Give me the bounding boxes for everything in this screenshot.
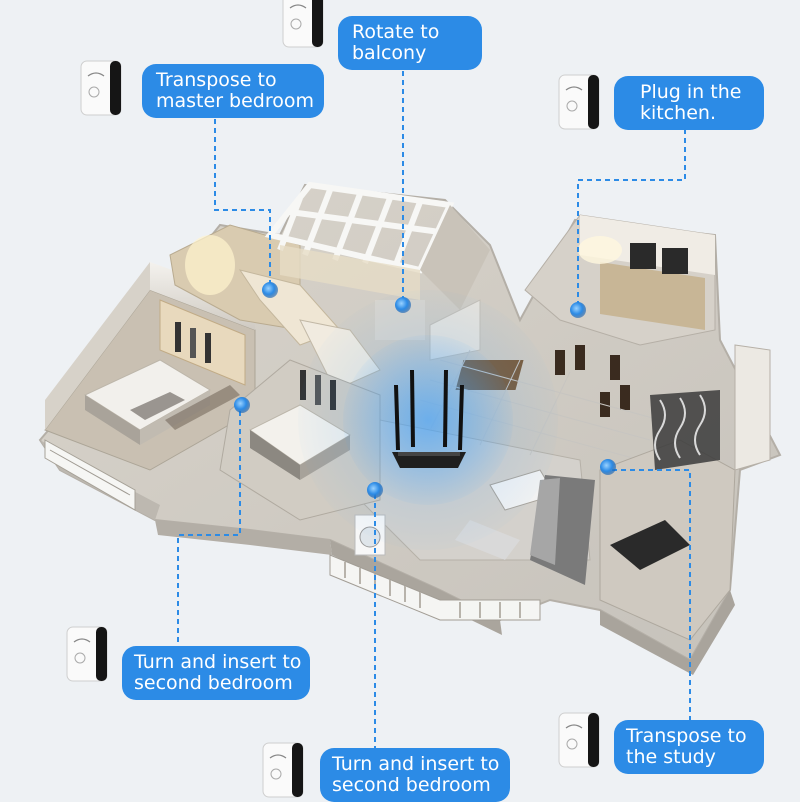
callout-master-bedroom-line2: master bedroom — [156, 90, 315, 112]
callout-study: Transpose to the study — [614, 720, 764, 774]
callout-study-line1: Transpose to — [626, 725, 747, 747]
callout-kitchen-line1: Plug in the — [640, 81, 742, 103]
signal-dot-second-bedroom — [234, 397, 250, 413]
signal-dot-master-bedroom — [262, 282, 278, 298]
callout-master-bedroom: Transpose to master bedroom — [142, 64, 324, 118]
wifi-extender-icon — [558, 74, 600, 130]
wifi-extender-icon — [80, 60, 122, 116]
callout-second-bedroom-b-line1: Turn and insert to — [332, 753, 500, 775]
callout-balcony-line1: Rotate to — [352, 21, 440, 43]
callout-kitchen-line2: kitchen. — [640, 102, 716, 124]
signal-dot-living — [367, 482, 383, 498]
callout-second-bedroom-a-line1: Turn and insert to — [134, 651, 302, 673]
wifi-router-icon — [392, 369, 466, 468]
wifi-extender-icon — [66, 626, 108, 682]
house-model — [38, 181, 782, 675]
callout-second-bedroom-a-line2: second bedroom — [134, 672, 293, 694]
callout-balcony-line2: balcony — [352, 42, 427, 64]
signal-dot-study — [600, 459, 616, 475]
callout-kitchen: Plug in the kitchen. — [614, 76, 764, 130]
callout-study-line2: the study — [626, 746, 716, 768]
wifi-extender-icon — [558, 712, 600, 768]
callout-second-bedroom-b-line2: second bedroom — [332, 774, 491, 796]
callout-master-bedroom-line1: Transpose to — [156, 69, 277, 91]
signal-dots — [234, 282, 616, 498]
wifi-extender-icon — [282, 0, 324, 48]
callout-second-bedroom-b: Turn and insert to second bedroom — [320, 748, 510, 802]
signal-dot-balcony — [395, 297, 411, 313]
signal-dot-kitchen — [570, 302, 586, 318]
connector-lines — [177, 62, 691, 760]
callout-second-bedroom-a: Turn and insert to second bedroom — [122, 646, 310, 700]
callout-balcony: Rotate to balcony — [338, 16, 482, 70]
wifi-extender-icon — [262, 742, 304, 798]
